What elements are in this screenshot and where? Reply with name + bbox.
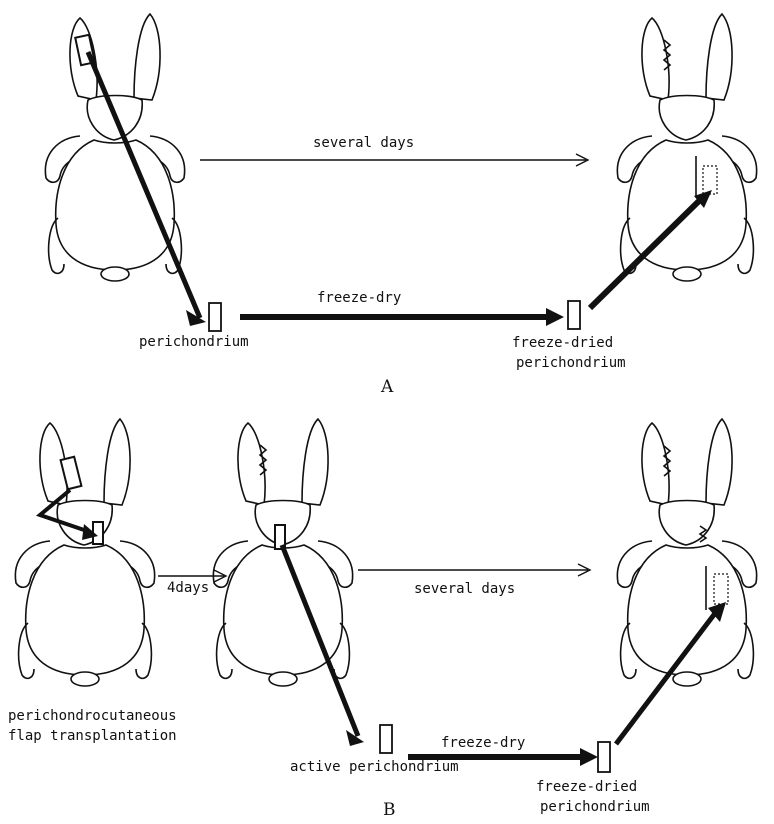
rabbit-icon [15,419,154,686]
process-label: freeze-dry [441,734,525,752]
panel-letter-b: B [383,800,396,820]
panel-letter-a: A [381,377,393,397]
step1-label-line2: flap transplantation [8,727,177,745]
graft-rectangle-icon [568,301,580,329]
product-label-line2: perichondrium [540,798,650,816]
step1-label-line1: perichondrocutaneous [8,707,177,725]
interval-label: 4days [167,579,209,597]
product-label-line1: freeze-dried [536,778,637,796]
rabbit-icon [617,419,756,686]
product-label-line2: perichondrium [516,354,626,372]
product-label-line1: freeze-dried [512,334,613,352]
rabbit-icon [617,14,756,281]
graft-rectangle-icon [380,725,392,753]
process-label: freeze-dry [317,289,401,307]
source-label: perichondrium [139,333,249,351]
timeline-label: several days [414,580,515,598]
panel-a [45,14,756,331]
source-label: active perichondrium [290,758,459,776]
timeline-label: several days [313,134,414,152]
graft-rectangle-icon [209,303,221,331]
graft-rectangle-icon [598,742,610,772]
rabbit-icon [45,14,184,281]
